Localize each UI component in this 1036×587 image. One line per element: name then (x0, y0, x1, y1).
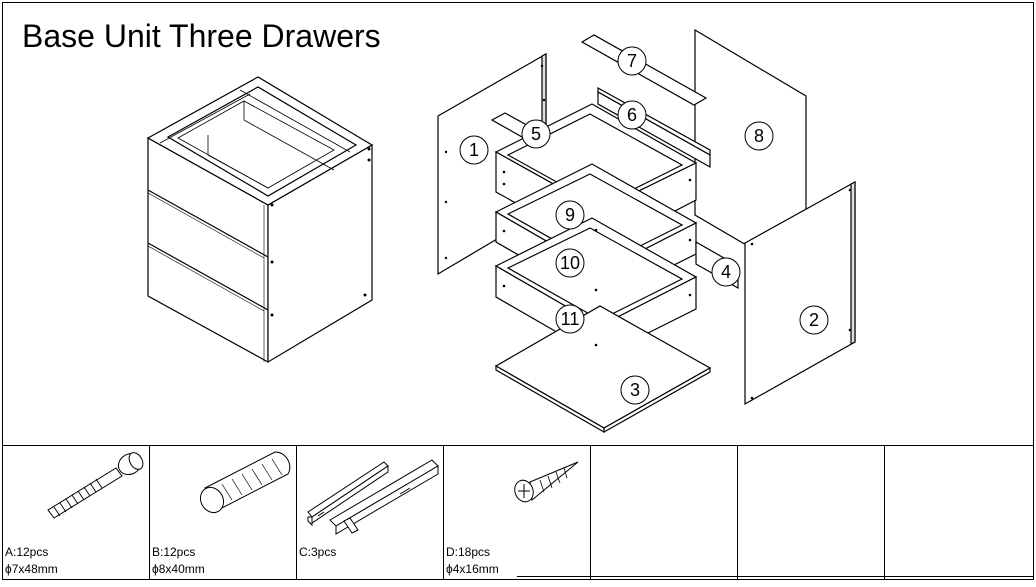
hardware-b-quantity: B:12pcs (152, 545, 196, 559)
hardware-a-cam-bolt-icon (47, 452, 144, 519)
callout-5 (521, 119, 551, 149)
part-number-label: 11 (561, 309, 580, 329)
hardware-a-quantity: A:12pcs (5, 545, 49, 559)
hardware-d-quantity: D:18pcs (446, 545, 491, 559)
assembled-cabinet-illustration (146, 76, 374, 364)
part-7-rail (580, 34, 708, 106)
part-number-label: 5 (531, 124, 541, 144)
hardware-d-size: ϕ4x16mm (446, 562, 499, 576)
callout-8 (744, 121, 774, 151)
part-number-label: 2 (809, 310, 819, 330)
callout-9 (555, 200, 585, 230)
callout-7 (617, 46, 647, 76)
part-number-label: 1 (469, 140, 479, 160)
part-number-label: 10 (560, 253, 580, 273)
part-callouts (459, 46, 829, 405)
page-title: Base Unit Three Drawers (22, 18, 381, 54)
hardware-c-label: C:3pcs (299, 544, 336, 561)
part-number-label: 6 (627, 105, 637, 125)
part-number-label: 9 (565, 205, 575, 225)
callout-1 (459, 135, 489, 165)
part-number-label: 3 (630, 380, 640, 400)
hardware-c-drawer-slide-icon (307, 459, 439, 535)
hardware-b-label: B:12pcs ϕ8x40mm (152, 544, 205, 578)
part-number-label: 7 (627, 51, 637, 71)
hardware-a-size: ϕ7x48mm (5, 562, 58, 576)
callout-6 (617, 100, 647, 130)
cabinet-inner-rim (166, 86, 358, 197)
part-number-label: 8 (754, 126, 764, 146)
callout-11 (555, 304, 585, 334)
callout-2 (799, 305, 829, 335)
hardware-b-dowel-icon (199, 451, 291, 514)
hardware-c-quantity: C:3pcs (299, 545, 337, 559)
hardware-d-label: D:18pcs ϕ4x16mm (446, 544, 499, 578)
exploded-view-illustration (437, 28, 856, 434)
hardware-b-size: ϕ8x40mm (152, 562, 205, 576)
hardware-a-label: A:12pcs ϕ7x48mm (5, 544, 58, 578)
part-number-label: 4 (721, 262, 731, 282)
callout-4 (711, 257, 741, 287)
callout-10 (555, 248, 585, 278)
part-3-bottom-panel (494, 305, 712, 429)
hardware-d-screw-icon (514, 461, 579, 503)
callout-3 (620, 375, 650, 405)
